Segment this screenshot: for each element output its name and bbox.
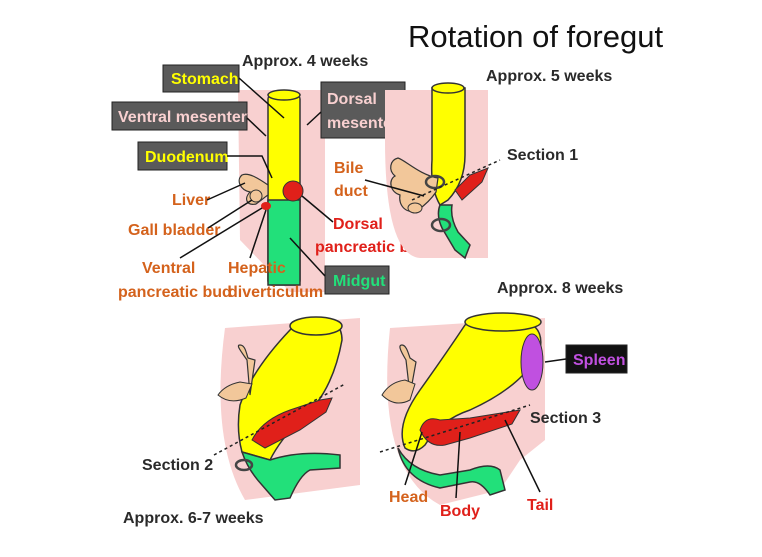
spleen-label-box: Spleen [565,344,628,374]
liver-leader-line [206,182,246,201]
gut-tube-opening [267,89,301,101]
stage-5-weeks [385,82,501,260]
section-3-label: Section 3 [530,410,601,427]
gall-bladder-leader-line [207,199,253,229]
section-3-line [379,404,531,453]
stomach-opening-8w [464,312,542,332]
stomach-opening-67w [289,316,343,336]
liver-lobe-8w [381,379,416,404]
gall-bladder-67w [237,344,256,396]
section-2-label: Section 2 [142,457,213,474]
head-leader-line [404,431,423,486]
stage-label-5-weeks: Approx. 5 weeks [486,68,612,85]
dorsal-pancreas-5w [454,167,489,201]
ventral-mesentery-leader-line [246,117,267,137]
stage-label-6-7-weeks: Approx. 6-7 weeks [123,510,264,527]
stage-label-4-weeks: Approx. 4 weeks [242,53,368,70]
dorsal-pancreatic-bud-label-line1: Dorsal [333,216,383,233]
section-2-line [213,383,346,456]
tail-leader-line [504,419,541,493]
duodenum-label: Duodenum [145,149,229,166]
stomach-leader-line [238,77,285,119]
ventral-pancreatic-bud-label-line1: Ventral [142,260,195,277]
gall-bladder-5w [407,202,423,214]
head-label: Head [389,489,428,506]
liver-label: Liver [172,192,210,209]
midgut-5w [437,204,471,260]
ventral-mesentery-label-box: Ventral mesentery [111,101,256,131]
liver-lobe-67w [217,381,253,402]
dorsal-pancreatic-bud-leader-line [301,195,334,223]
body-label: Body [440,503,480,520]
stomach-opening-5w [431,82,465,94]
hepatic-diverticulum-leader-line [249,209,267,259]
section-1-line [411,159,501,201]
spleen-shape [520,333,544,391]
stomach-label: Stomach [171,71,239,88]
bile-duct-label-line1: Bile [334,160,363,177]
bile-duct-label-line2: duct [334,183,368,200]
duodenum-label-box: Duodenum [137,141,229,171]
bile-duct-leader-line [364,179,425,197]
ventral-mesentery-label: Ventral mesentery [118,109,256,126]
stage-6-7-weeks [213,316,360,501]
midgut-label-box: Midgut [324,265,390,295]
duodenal-ring-67w [234,458,254,472]
diagram-title: Rotation of foregut [408,19,663,54]
duodenum-leader-line [227,155,273,179]
dorsal-mesentery-label-line1: Dorsal [327,91,377,108]
stage-4-weeks [238,89,325,292]
dorsal-mesentery-leader-line [306,111,322,126]
midgut-leader-line [289,237,326,277]
body-leader-line [455,431,461,499]
ventral-pancreatic-bud-leader-line [179,207,263,259]
section-1-label: Section 1 [507,147,578,164]
midgut-label: Midgut [333,273,386,290]
duodenal-ring-upper-5w [424,174,446,190]
pancreas-8w [419,409,521,446]
gall-bladder-bud [249,189,263,203]
spleen-label: Spleen [573,352,625,369]
stage-8-weeks [379,312,545,505]
stomach-label-box: Stomach [162,64,240,93]
ventral-pancreatic-bud-shape [261,202,271,210]
midgut-8w [397,447,506,496]
ventral-pancreatic-bud-label-line2: pancreatic bud [118,284,232,301]
duodenal-ring-lower-5w [430,217,452,233]
tail-label: Tail [527,497,553,514]
dorsal-pancreatic-bud-shape [282,180,304,202]
hepatic-diverticulum-label-line2: diverticulum [228,284,323,301]
hepatic-diverticulum-label-line1: Hepatic [228,260,286,277]
midgut-67w [240,450,341,501]
gall-bladder-label: Gall bladder [128,222,220,239]
dorsal-pancreatic-bud-label-line2: pancreatic bud [315,239,429,256]
spleen-leader-line [544,358,567,363]
stage-label-8-weeks: Approx. 8 weeks [497,280,623,297]
